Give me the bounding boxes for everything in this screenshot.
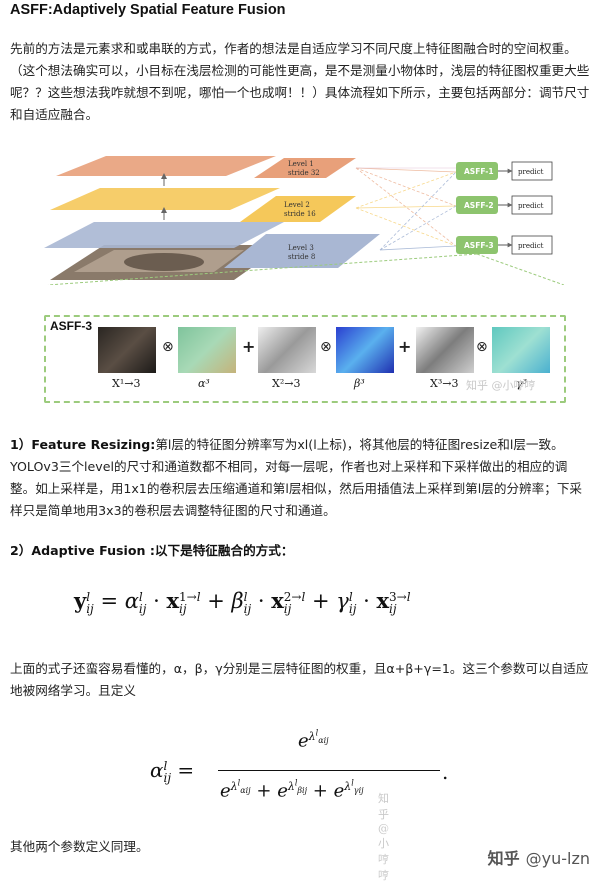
closing-line: 其他两个参数定义同理。 [10,839,149,854]
stack-plane-blue [44,222,284,248]
predict-box-2 [511,195,553,215]
term-beta3: β³ [354,377,365,390]
section2-label: 2）Adaptive Fusion : [10,543,155,558]
asff3-detail-title: ASFF-3 [50,319,92,333]
level3-name: Level 3 [288,244,314,252]
stack-plane-yellow [50,188,280,210]
asff1-label: ASFF-1 [464,167,494,176]
section2-paragraph: 2）Adaptive Fusion :以下是特征融合的方式： [10,540,592,562]
asff2-label: ASFF-2 [464,201,494,210]
section1-label: 1）Feature Resizing: [10,437,156,452]
weight-map-beta [336,327,394,373]
asff1-node [456,162,498,180]
intro-paragraph: 先前的方法是元素求和或串联的方式，作者的想法是自适应学习不同尺度上特征图融合时的… [10,41,590,122]
explain-paragraph: 上面的式子还蛮容易看懂的，α，β，γ分别是三层特征图的权重，且α+β+γ=1。这… [10,661,589,698]
term-x1-to-3: X¹→3 [112,377,141,390]
equation-watermark: 知乎 @小哼哼 [378,792,389,882]
section1-text: 第l层的特征图分辨率写为xl(l上标)，将其他层的特征图resize和l层一致。… [10,437,583,518]
feature-map-x2 [258,327,316,373]
asff-architecture-figure: Level 1 stride 32 Level 2 stride 16 Leve… [44,156,564,285]
level2-name: Level 2 [284,201,310,209]
predict-label-1: predict [518,168,544,176]
plus-op-2: + [398,337,412,356]
footer-site: 知乎 [487,849,520,868]
fusion-connection-lines [355,167,457,251]
level2-plane [240,196,356,222]
figure-watermark: 知乎 @小哼哼 [466,379,536,392]
level3-stride: stride 8 [288,253,315,261]
multiply-op-3: ⊗ [476,339,488,355]
weight-map-gamma [492,327,550,373]
term-alpha3: α³ [198,377,210,390]
multiply-op-2: ⊗ [320,339,332,355]
footer-watermark: 知乎 @yu-lzn [488,845,590,869]
plus-op-1: + [242,337,256,356]
asff2-node [456,196,498,214]
section1-paragraph: 1）Feature Resizing:第l层的特征图分辨率写为xl(l上标)，将… [10,434,592,522]
multiply-op-1: ⊗ [162,339,174,355]
predict-box-3 [511,235,553,255]
asff3-detail-box: ASFF-3 ⊗ + ⊗ + ⊗ X¹→3 α³ X²→3 β³ X³→3 γ³… [44,315,566,403]
predict-label-3: predict [518,242,544,250]
predict-label-2: predict [518,202,544,210]
feature-map-x3 [416,327,474,373]
cat-image-layer [50,245,284,280]
weight-map-alpha [178,327,236,373]
term-gamma3: γ³ [516,377,527,390]
section2-text: 以下是特征融合的方式： [154,543,294,558]
level1-plane [254,158,356,178]
level1-name: Level 1 [288,160,314,168]
page-title: ASFF:Adaptively Spatial Feature Fusion [10,2,286,18]
level1-stride: stride 32 [288,169,320,177]
predict-box-1 [511,161,553,181]
asff3-node [456,236,498,254]
term-x3-to-3: X³→3 [430,377,459,390]
term-x2-to-3: X²→3 [272,377,301,390]
feature-map-x1 [98,327,156,373]
footer-author: @yu-lzn [525,849,590,868]
level2-stride: stride 16 [284,210,316,218]
asff3-label: ASFF-3 [464,241,494,250]
level3-plane [224,234,380,268]
stack-plane-orange [56,156,276,176]
